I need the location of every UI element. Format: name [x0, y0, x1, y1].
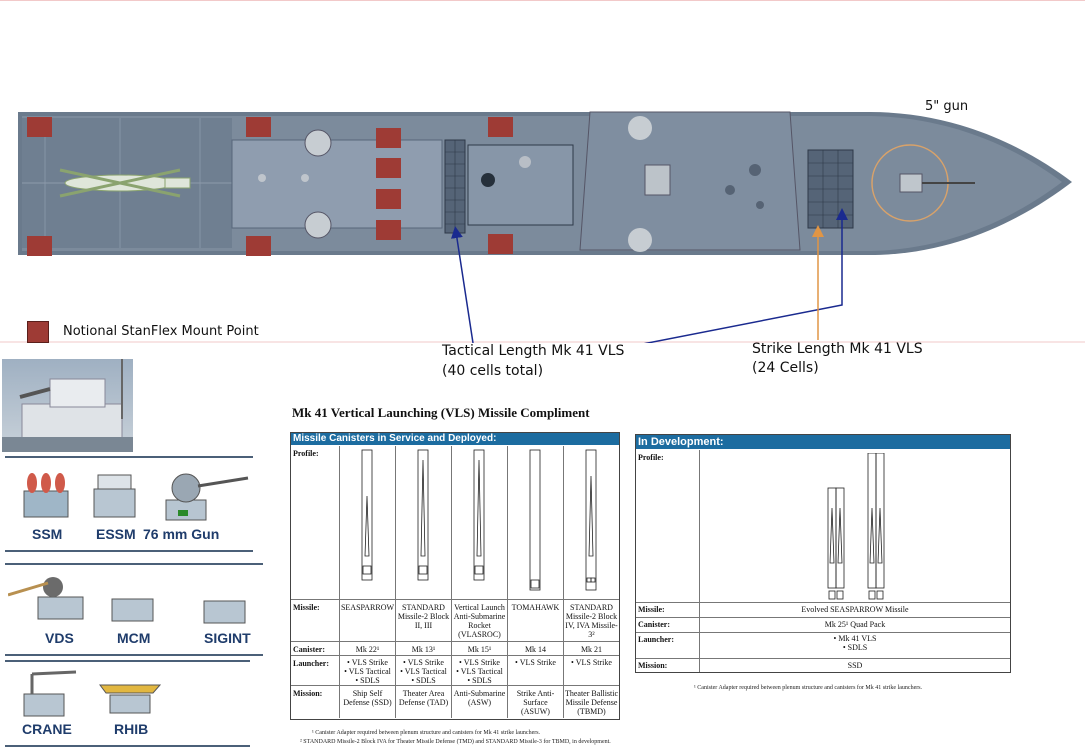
- col5-missile: STANDARD Missile-2 Block IV, IVA Missile…: [565, 603, 618, 639]
- module-mcm-graphic: [110, 595, 155, 623]
- dev-mission: SSD: [847, 661, 863, 670]
- module-sigint-graphic: [202, 597, 247, 625]
- vls-service-table: Missile Canisters in Service and Deploye…: [290, 432, 620, 720]
- vls-service-header: Missile Canisters in Service and Deploye…: [291, 433, 619, 445]
- dev-row-label-missile: Missile:: [638, 605, 665, 614]
- col1-missile: SEASPARROW: [340, 603, 395, 612]
- col5-mission: Theater Ballistic Missile Defense (TBMD): [564, 689, 619, 716]
- col1-launcher: • VLS Strike • VLS Tactical • SDLS: [344, 658, 391, 685]
- dev-footnote: ¹ Canister Adapter required between plen…: [694, 685, 923, 691]
- mount-point-aft-stbd: [27, 236, 52, 256]
- module-sigint-label: SIGINT: [204, 630, 251, 646]
- col2-launcher: • VLS Strike • VLS Tactical • SDLS: [400, 658, 447, 685]
- col4-launcher: • VLS Strike: [515, 658, 556, 667]
- col3-launcher: • VLS Strike • VLS Tactical • SDLS: [456, 658, 503, 685]
- module-crane-graphic: [18, 668, 78, 718]
- dev-canister: Mk 25¹ Quad Pack: [824, 620, 886, 629]
- divider-6: [5, 745, 250, 747]
- module-essm-graphic: [92, 471, 137, 519]
- col3-canister: Mk 15¹: [467, 645, 492, 654]
- vls-footnote-1: ¹ Canister Adapter required between plen…: [312, 730, 541, 736]
- col4-canister: Mk 14: [524, 645, 547, 654]
- divider-4: [5, 654, 263, 656]
- vls-table-title: Mk 41 Vertical Launching (VLS) Missile C…: [292, 405, 590, 420]
- module-rhib-label: RHIB: [114, 721, 149, 737]
- dev-table-header: In Development:: [636, 435, 1010, 449]
- col3-missile: Vertical Launch Anti-Submarine Rocket (V…: [453, 603, 506, 639]
- row-label-missile: Missile:: [293, 603, 320, 612]
- dev-launcher: • Mk 41 VLS • SDLS: [833, 634, 877, 652]
- module-vds-graphic: [7, 573, 88, 621]
- tactical-vls-label-1: Tactical Length Mk 41 VLS: [442, 343, 625, 359]
- module-essm-label: ESSM: [96, 526, 136, 542]
- col2-canister: Mk 13¹: [411, 645, 436, 654]
- dev-canister-profile: [827, 453, 885, 600]
- col2-missile: STANDARD Missile-2 Block II, III: [397, 603, 450, 630]
- module-crane-label: CRANE: [22, 721, 72, 737]
- col3-mission: Anti-Submarine (ASW): [453, 689, 506, 707]
- divider-5: [5, 660, 250, 662]
- col1-canister: Mk 22¹: [355, 645, 380, 654]
- dev-row-label-canister: Canister:: [638, 620, 670, 629]
- tactical-vls-label-2: (40 cells total): [442, 363, 544, 379]
- ship-top-view: 5" gun Notional StanFlex Mount Point: [0, 0, 1085, 343]
- row-label-launcher: Launcher:: [293, 659, 329, 668]
- mount-point-port-1: [246, 117, 271, 137]
- col4-missile: TOMAHAWK: [511, 603, 560, 612]
- module-ssm-graphic: [22, 471, 70, 519]
- divider-1: [5, 456, 253, 458]
- col5-canister: Mk 21: [580, 645, 603, 654]
- divider-3: [5, 563, 263, 565]
- mount-point-stbd-1: [246, 236, 271, 256]
- row-label-profile: Profile:: [293, 449, 319, 458]
- canister-profiles: [361, 449, 597, 591]
- dev-missile: Evolved SEASPARROW Missile: [801, 605, 909, 614]
- col4-mission: Strike Anti-Surface (ASUW): [516, 689, 555, 716]
- mount-point-stbd-2: [488, 234, 513, 254]
- module-rhib-graphic: [98, 675, 163, 715]
- module-gun-graphic: [158, 472, 250, 522]
- dev-row-label-profile: Profile:: [638, 453, 664, 462]
- strike-vls-label-2: (24 Cells): [752, 360, 819, 376]
- strike-vls-label-1: Strike Length Mk 41 VLS: [752, 341, 923, 357]
- gun-photo: [2, 359, 133, 452]
- module-vds-label: VDS: [45, 630, 74, 646]
- divider-2: [5, 550, 253, 552]
- mount-point-center-0: [376, 128, 401, 148]
- col1-mission: Ship Self Defense (SSD): [343, 689, 392, 707]
- legend-label: Notional StanFlex Mount Point: [63, 324, 259, 339]
- dev-table: In Development: Profile: Missile: Canist…: [635, 434, 1011, 673]
- module-ssm-label: SSM: [32, 526, 63, 542]
- legend-swatch: [27, 321, 49, 343]
- mount-point-center-1: [376, 158, 401, 178]
- mount-point-aft-port: [27, 117, 52, 137]
- module-mcm-label: MCM: [117, 630, 151, 646]
- callout-arrows: [450, 208, 848, 343]
- vls-footnote-2: ² STANDARD Missile-2 Block IVA for Theat…: [300, 739, 611, 745]
- row-label-mission: Mission:: [293, 689, 323, 698]
- gun-label: 5" gun: [925, 99, 969, 114]
- module-gun-label: 76 mm Gun: [143, 526, 220, 542]
- mount-point-center-2: [376, 189, 401, 209]
- row-label-canister: Canister:: [293, 645, 325, 654]
- dev-row-label-launcher: Launcher:: [638, 635, 674, 644]
- mount-point-center-3: [376, 220, 401, 240]
- dev-row-label-mission: Mission:: [638, 661, 668, 670]
- mount-point-port-2: [488, 117, 513, 137]
- col5-launcher: • VLS Strike: [571, 658, 612, 667]
- col2-mission: Theater Area Defense (TAD): [398, 689, 449, 707]
